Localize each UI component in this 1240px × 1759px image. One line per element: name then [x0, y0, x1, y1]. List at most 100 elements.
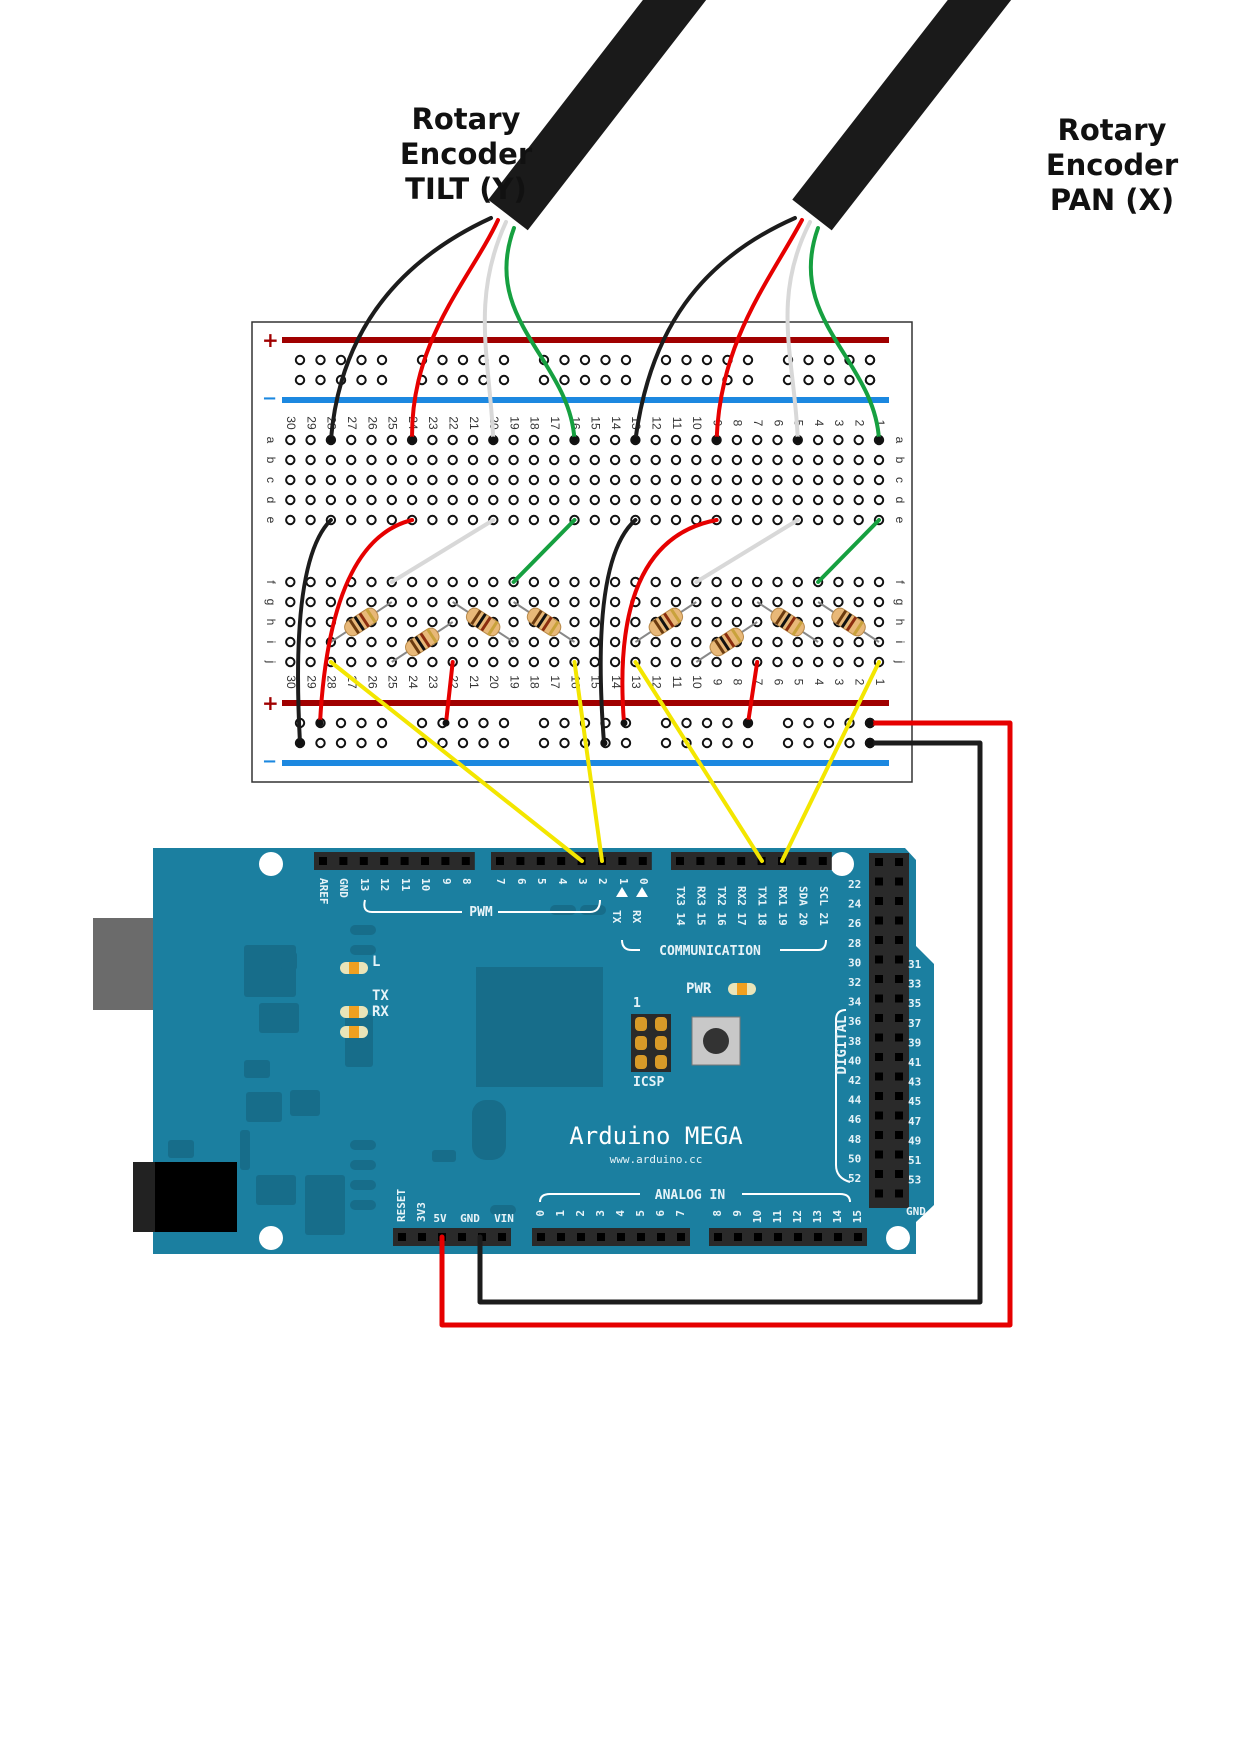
comm-pin-label: TX1 18 [756, 886, 769, 926]
header-pin [875, 1092, 883, 1100]
column-number: 30 [284, 416, 298, 430]
row-letter: h [893, 619, 907, 626]
rail-hole [376, 354, 388, 366]
column-number: 17 [548, 675, 562, 689]
terminal-hole [528, 576, 540, 588]
rail-hole [457, 374, 469, 386]
analog-header-1 [532, 1228, 690, 1246]
terminal-hole [650, 656, 661, 668]
terminal-hole [772, 636, 783, 648]
terminal-hole [346, 596, 357, 608]
encoder-signal-wire [633, 660, 764, 863]
microcontroller-chip [476, 967, 603, 1087]
power-pin-label: 5V [433, 1212, 447, 1225]
rail-hole [823, 717, 835, 729]
terminal-hole [812, 454, 824, 466]
terminal-hole [406, 616, 418, 628]
pan-label-line-1: Rotary [1057, 113, 1167, 147]
digital-pin-label: 33 [908, 978, 921, 991]
rail-hole [681, 374, 692, 386]
terminal-hole [752, 514, 763, 526]
board-marking [246, 1092, 282, 1122]
column-number: 4 [812, 420, 826, 427]
terminal-hole [366, 434, 377, 446]
header-pin [895, 916, 903, 925]
terminal-hole [772, 474, 783, 486]
terminal-hole [528, 636, 540, 648]
row-letter: d [893, 497, 907, 504]
terminal-hole [731, 616, 743, 628]
resistor-band [784, 616, 797, 632]
header-pin [895, 975, 903, 983]
digital-pin-label: 28 [848, 937, 861, 950]
rail-hole [356, 737, 367, 749]
rail-hole [457, 737, 469, 749]
header-pin [875, 897, 883, 905]
terminal-hole [447, 454, 458, 466]
terminal-hole [386, 454, 397, 466]
column-number: 13 [629, 675, 643, 689]
power-jack-edge [133, 1162, 155, 1232]
resistor-band [730, 628, 743, 644]
header-pin [380, 857, 389, 865]
terminal-hole [589, 656, 600, 668]
column-number: 26 [365, 675, 379, 689]
terminal-hole [285, 596, 296, 608]
column-number: 18 [528, 416, 542, 430]
header-pin [895, 897, 903, 905]
column-number: 11 [670, 676, 684, 689]
icsp-pin [655, 1017, 667, 1031]
terminal-hole [589, 596, 600, 608]
row-letter: j [893, 660, 907, 664]
analog-bracket [539, 1193, 851, 1203]
terminal-hole [467, 514, 479, 526]
terminal-hole [873, 596, 885, 608]
analog-in-label: ANALOG IN [655, 1188, 726, 1203]
header-pin [895, 1053, 903, 1061]
rail-hole [803, 354, 814, 366]
column-number: 7 [751, 679, 765, 686]
rail-hole [315, 354, 326, 366]
header-pin [617, 1233, 625, 1241]
header-pin [319, 857, 327, 865]
terminal-hole [325, 596, 337, 608]
pwr-led-core [737, 983, 747, 995]
terminal-hole [488, 494, 499, 506]
terminal-hole [650, 434, 661, 446]
resistor-body [465, 607, 501, 637]
terminal-hole [549, 596, 560, 608]
terminal-hole [670, 494, 682, 506]
terminal-hole [325, 494, 337, 506]
row-letter: f [264, 580, 278, 584]
column-number: 3 [832, 679, 846, 686]
pullup-jumper [746, 660, 760, 725]
rail-hole [844, 737, 855, 749]
icsp-pin [635, 1036, 647, 1050]
rail-hole [335, 737, 347, 749]
header-pin [794, 1233, 802, 1241]
terminal-hole [528, 454, 540, 466]
board-marking [350, 1160, 376, 1170]
header-pin [895, 994, 903, 1003]
terminal-hole [752, 434, 763, 446]
rail-hole [498, 717, 510, 729]
digital-pin-label: 26 [848, 917, 862, 930]
header-pin [677, 1233, 685, 1241]
terminal-hole [305, 434, 316, 446]
column-number: 1 [873, 420, 887, 427]
tilt-lead-green [504, 226, 577, 442]
header-pin [498, 1233, 506, 1241]
terminal-hole [305, 656, 316, 668]
resistor-band [419, 632, 431, 648]
digital-pin-label: 52 [848, 1172, 861, 1185]
board-marking [345, 1015, 373, 1067]
terminal-hole [427, 616, 438, 628]
pan-lead-red [714, 218, 804, 442]
header-pin [716, 857, 725, 865]
resistor [695, 621, 758, 663]
rail-hole [864, 354, 876, 366]
header-pin [814, 1233, 822, 1241]
terminal-hole [589, 576, 600, 588]
icsp-label: ICSP [633, 1075, 664, 1090]
rail-hole [742, 354, 754, 366]
